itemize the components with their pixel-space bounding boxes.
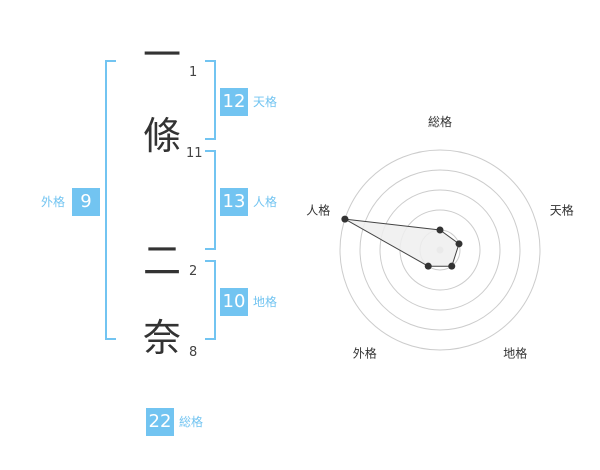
jinkaku-value: 13 xyxy=(220,188,248,216)
chikaku-label: 地格 xyxy=(253,295,278,309)
tenkaku-bracket xyxy=(205,60,216,140)
name-char-1: 一 xyxy=(142,33,181,77)
name-char-2: 條 xyxy=(142,114,181,158)
radar-axis-label-5: 人格 xyxy=(306,202,330,217)
radar-point-1 xyxy=(436,226,444,234)
radar-point-2 xyxy=(455,240,463,248)
gaikaku-label: 外格 xyxy=(41,195,66,209)
jinkaku-label: 人格 xyxy=(253,195,278,209)
radar-ring-5 xyxy=(339,149,541,351)
radar-point-5 xyxy=(341,215,349,223)
radar-point-3 xyxy=(448,262,456,270)
radar-axis-label-1: 総格 xyxy=(428,114,452,129)
gaikaku-bracket xyxy=(105,60,116,340)
chikaku-bracket xyxy=(205,260,216,340)
stroke-count-4: 8 xyxy=(189,345,198,360)
tenkaku-value: 12 xyxy=(220,88,248,116)
gaikaku-value: 9 xyxy=(72,188,100,216)
radar-ring-3 xyxy=(379,189,501,311)
radar-polygon xyxy=(344,218,460,267)
chikaku-value: 10 xyxy=(220,288,248,316)
radar-axis-label-2: 天格 xyxy=(550,202,574,217)
tenkaku-label: 天格 xyxy=(253,95,278,109)
stroke-count-2: 11 xyxy=(186,146,203,161)
stroke-count-3: 2 xyxy=(189,264,198,279)
radar-ring-4 xyxy=(359,169,521,331)
radar-point-4 xyxy=(424,262,432,270)
name-char-3: 二 xyxy=(142,239,181,283)
radar-axis-label-3: 地格 xyxy=(503,346,527,361)
stroke-count-1: 1 xyxy=(189,65,198,80)
radar-axis-label-4: 外格 xyxy=(353,346,377,361)
soukaku-label: 総格 xyxy=(179,415,204,429)
name-char-4: 奈 xyxy=(142,316,181,360)
soukaku-value: 22 xyxy=(146,408,174,436)
jinkaku-bracket xyxy=(205,150,216,250)
